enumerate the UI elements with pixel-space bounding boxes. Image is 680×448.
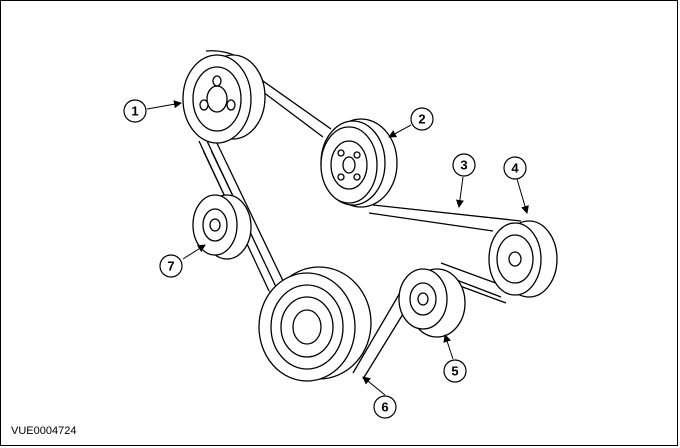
- callout-leaders: [146, 100, 529, 396]
- callout-2: 2: [410, 107, 434, 131]
- pulley-6: [258, 266, 372, 382]
- callout-6: 6: [373, 395, 397, 419]
- svg-text:6: 6: [381, 400, 388, 415]
- callout-7: 7: [159, 254, 183, 278]
- callout-1: 1: [123, 99, 147, 123]
- svg-text:3: 3: [460, 158, 467, 173]
- svg-text:1: 1: [131, 104, 138, 119]
- callout-5: 5: [443, 359, 467, 383]
- pulley-4: [488, 220, 558, 298]
- svg-text:5: 5: [451, 364, 458, 379]
- callout-4: 4: [503, 156, 527, 180]
- pulley-1: [182, 54, 266, 144]
- svg-text:4: 4: [511, 161, 519, 176]
- pulley-5: [398, 268, 466, 338]
- svg-text:2: 2: [418, 112, 425, 127]
- pulley-7: [192, 194, 252, 260]
- figure-id: VUE0004724: [11, 425, 77, 437]
- svg-text:7: 7: [167, 259, 174, 274]
- callout-3: 3: [452, 153, 476, 177]
- pulley-2: [320, 118, 398, 208]
